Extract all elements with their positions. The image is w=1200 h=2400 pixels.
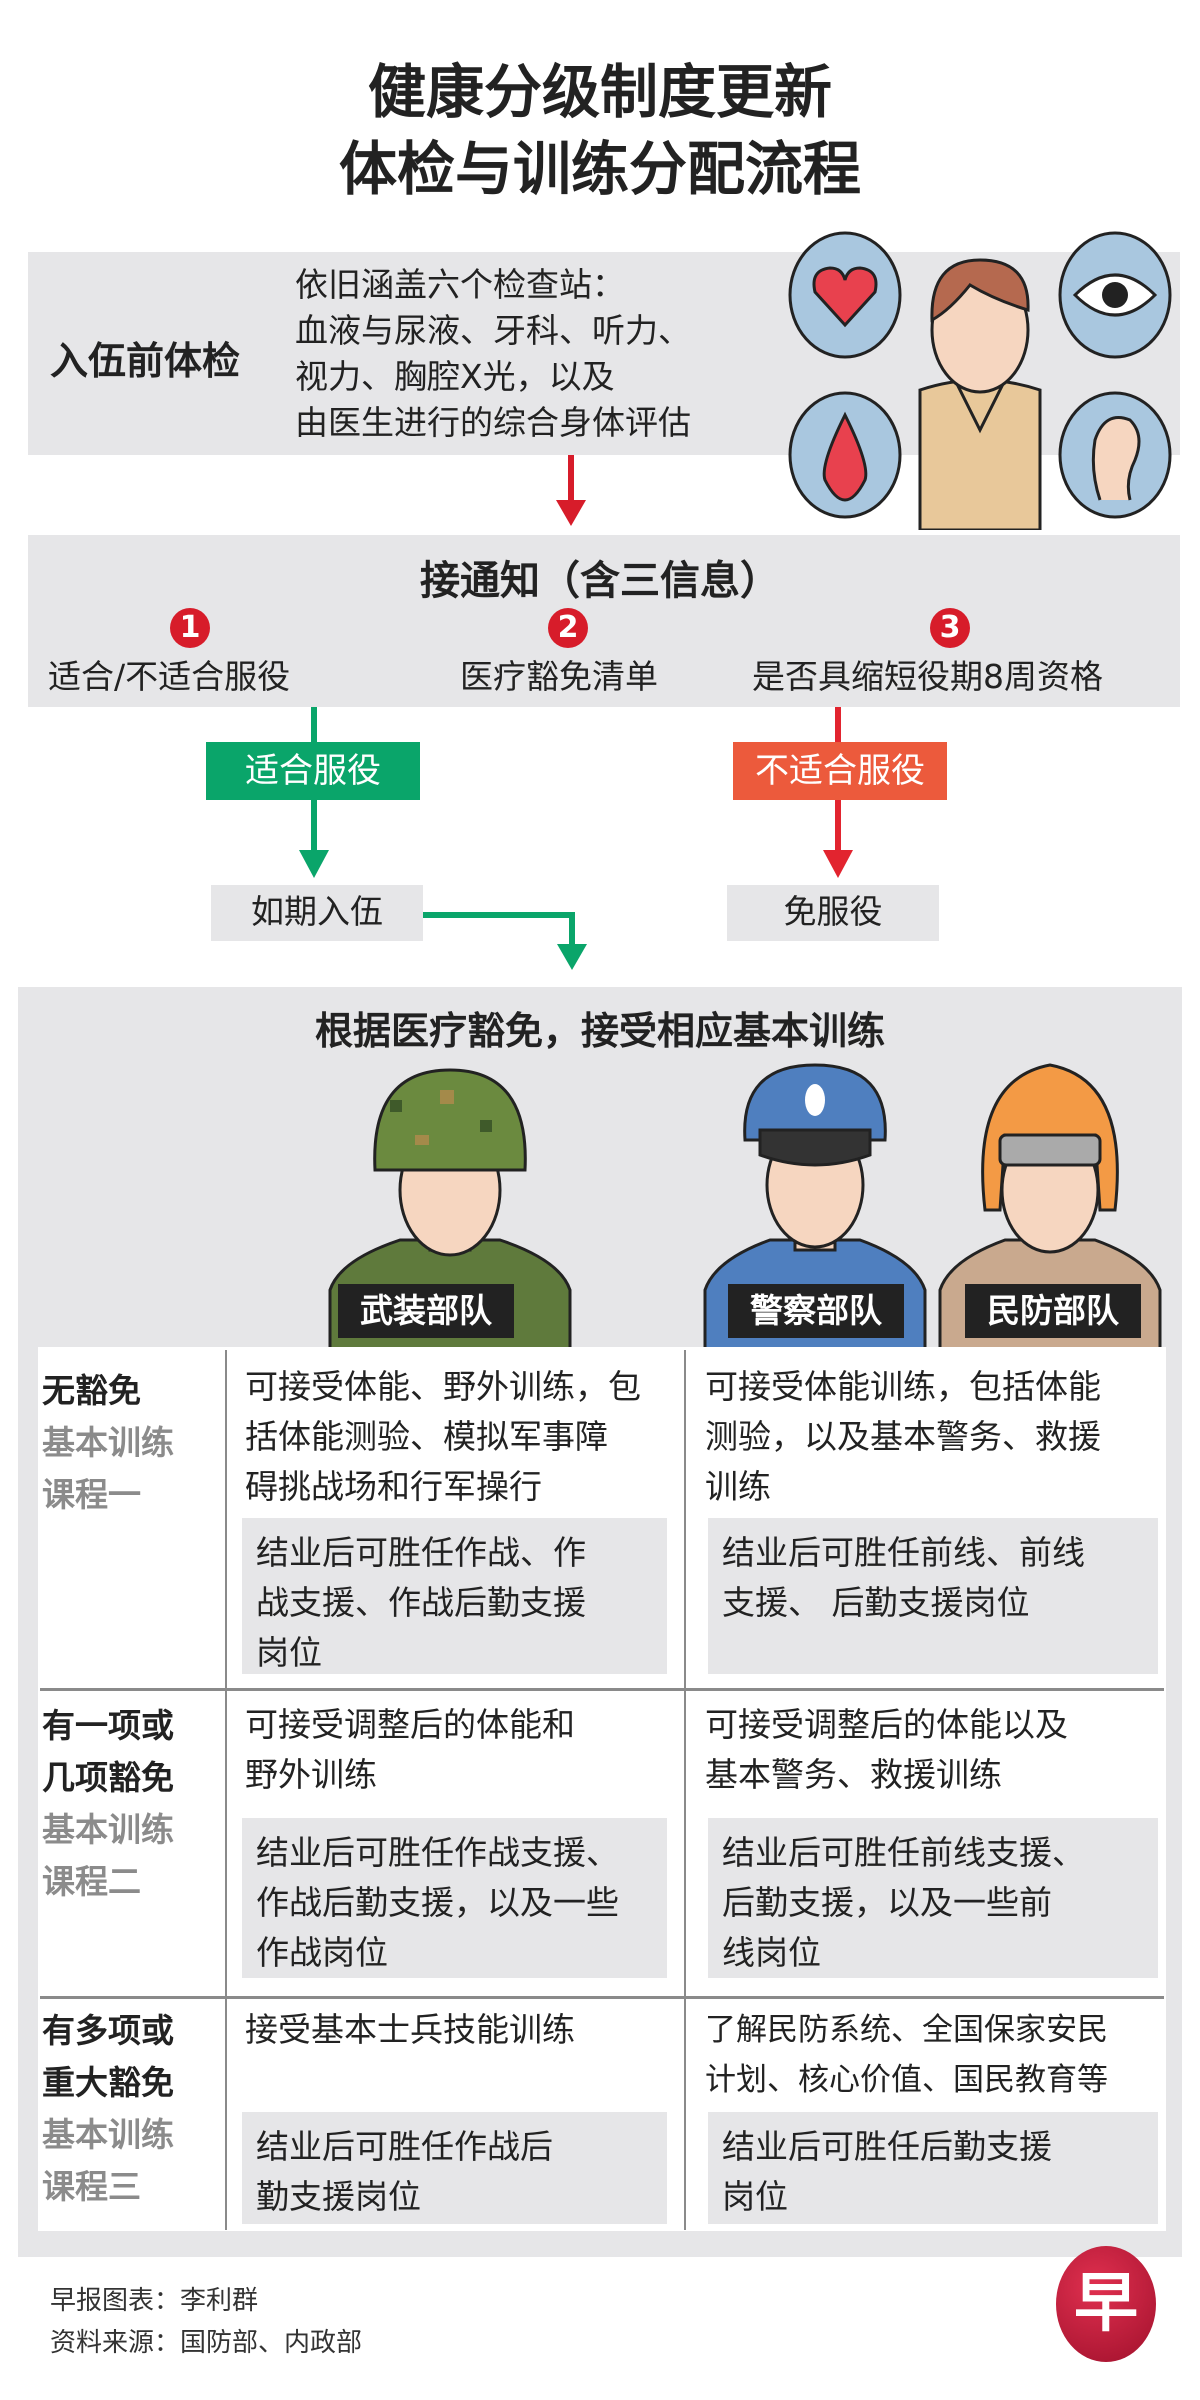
exempt-from-service-box: 免服役 xyxy=(727,885,939,941)
row-divider xyxy=(40,1688,1164,1691)
exam-line: 依旧涵盖六个检查站： xyxy=(295,265,625,304)
saf-outcome-note: 结业后可胜任作战、作战支援、作战后勤支援岗位 xyxy=(242,1518,667,1674)
medical-exam-illustration xyxy=(788,231,1172,530)
notice-item-shortened-service: 是否具缩短役期8周资格 xyxy=(752,657,1103,696)
course-name: 基本训练 xyxy=(42,1423,174,1462)
exemption-level: 重大豁免 xyxy=(42,2063,174,2102)
course-name: 基本训练 xyxy=(42,1810,174,1849)
training-title: 根据医疗豁免，接受相应基本训练 xyxy=(314,1009,885,1053)
text-line: 结业后可胜任作战支援、 xyxy=(256,1833,619,1872)
text-line: 了解民防系统、全国保家安民 xyxy=(705,2012,1108,2048)
title-line-2: 体检与训练分配流程 xyxy=(338,135,861,203)
exam-line: 视力、胸腔X光，以及 xyxy=(295,357,615,396)
number-badge-2: 2 xyxy=(548,608,588,648)
text-line: 后勤支援，以及一些前 xyxy=(722,1883,1052,1922)
saf-outcome-note: 结业后可胜任作战后勤支援岗位 xyxy=(242,2112,667,2224)
number-badge-1: 1 xyxy=(170,608,210,648)
title-line-1: 健康分级制度更新 xyxy=(367,58,832,126)
eye-icon xyxy=(1058,231,1172,359)
course-number: 课程一 xyxy=(42,1475,141,1514)
exemption-level: 有多项或 xyxy=(42,2011,174,2050)
text-line: 结业后可胜任后勤支援 xyxy=(722,2127,1052,2166)
exemption-level: 有一项或 xyxy=(42,1706,174,1745)
course-number: 课程二 xyxy=(42,1862,141,1901)
saf-outcome-note: 结业后可胜任作战支援、作战后勤支援，以及一些作战岗位 xyxy=(242,1818,667,1978)
hta-outcome-note: 结业后可胜任后勤支援岗位 xyxy=(708,2112,1158,2224)
text-line: 作战后勤支援，以及一些 xyxy=(256,1883,619,1922)
graphic-credit: 早报图表：李利群 xyxy=(50,2286,259,2316)
course-number: 课程三 xyxy=(42,2167,141,2206)
column-divider xyxy=(684,1350,686,2230)
saf-training-desc: 可接受调整后的体能和野外训练 xyxy=(245,1700,675,1800)
row-divider xyxy=(40,1996,1164,1999)
text-line: 战支援、作战后勤支援 xyxy=(256,1583,586,1622)
text-line: 结业后可胜任前线支援、 xyxy=(722,1833,1085,1872)
row-header-no-exemption: 无豁免 基本训练 课程一 xyxy=(42,1365,212,1521)
hta-outcome-note: 结业后可胜任前线、前线支援、 后勤支援岗位 xyxy=(708,1518,1158,1674)
connector-line xyxy=(423,912,575,918)
row-header-some-exemptions: 有一项或 几项豁免 基本训练 课程二 xyxy=(42,1700,212,1908)
fit-for-service-tag: 适合服役 xyxy=(206,742,420,800)
unit-label-police: 警察部队 xyxy=(728,1284,904,1338)
text-line: 计划、核心价值、国民教育等 xyxy=(705,2062,1108,2098)
text-line: 野外训练 xyxy=(245,1755,377,1794)
text-line: 可接受调整后的体能以及 xyxy=(705,1705,1068,1744)
row-header-major-exemptions: 有多项或 重大豁免 基本训练 课程三 xyxy=(42,2005,212,2213)
enlist-as-scheduled-box: 如期入伍 xyxy=(211,885,423,941)
text-line: 作战岗位 xyxy=(256,1933,388,1972)
saf-training-desc: 接受基本士兵技能训练 xyxy=(245,2005,675,2055)
notice-item-exemptions: 医疗豁免清单 xyxy=(460,657,658,696)
hta-training-desc: 可接受调整后的体能以及基本警务、救援训练 xyxy=(705,1700,1165,1800)
exam-description: 依旧涵盖六个检查站： 血液与尿液、牙科、听力、 视力、胸腔X光，以及 由医生进行… xyxy=(295,262,775,446)
text-line: 结业后可胜任前线、前线 xyxy=(722,1533,1085,1572)
text-line: 接受基本士兵技能训练 xyxy=(245,2010,575,2049)
exam-label: 入伍前体检 xyxy=(50,339,241,383)
text-line: 结业后可胜任作战后 xyxy=(256,2127,553,2166)
heart-icon xyxy=(788,231,902,359)
text-line: 测验，以及基本警务、救援 xyxy=(705,1417,1101,1456)
text-line: 碍挑战场和行军操行 xyxy=(245,1467,542,1506)
blood-drop-icon xyxy=(788,391,902,519)
arrow-down-icon xyxy=(299,850,329,878)
text-line: 结业后可胜任作战、作 xyxy=(256,1533,586,1572)
text-line: 岗位 xyxy=(256,1633,322,1672)
text-line: 支援、 后勤支援岗位 xyxy=(722,1583,1030,1622)
hta-training-desc: 可接受体能训练，包括体能测验，以及基本警务、救援训练 xyxy=(705,1362,1165,1512)
flow-arrow-line xyxy=(568,455,574,505)
connector-line xyxy=(569,912,575,947)
saf-training-desc: 可接受体能、野外训练，包括体能测验、模拟军事障碍挑战场和行军操行 xyxy=(245,1362,675,1512)
ear-icon xyxy=(1058,391,1172,519)
notice-item-fitness: 适合/不适合服役 xyxy=(48,657,291,696)
notice-panel xyxy=(28,535,1180,707)
column-divider xyxy=(225,1350,227,2230)
exam-line: 由医生进行的综合身体评估 xyxy=(295,403,691,442)
exam-line: 血液与尿液、牙科、听力、 xyxy=(295,311,691,350)
text-line: 线岗位 xyxy=(722,1933,821,1972)
data-source: 资料来源：国防部、内政部 xyxy=(50,2328,363,2358)
arrow-down-icon xyxy=(556,500,586,526)
text-line: 岗位 xyxy=(722,2177,788,2216)
text-line: 训练 xyxy=(705,1467,771,1506)
notice-title: 接通知（含三信息） xyxy=(420,558,780,604)
text-line: 可接受调整后的体能和 xyxy=(245,1705,575,1744)
text-line: 可接受体能、野外训练，包 xyxy=(245,1367,641,1406)
hta-outcome-note: 结业后可胜任前线支援、后勤支援，以及一些前线岗位 xyxy=(708,1818,1158,1978)
unit-label-saf: 武装部队 xyxy=(338,1284,514,1338)
unit-label-scdf: 民防部队 xyxy=(965,1284,1141,1338)
text-line: 括体能测验、模拟军事障 xyxy=(245,1417,608,1456)
number-badge-3: 3 xyxy=(930,608,970,648)
exemption-level: 几项豁免 xyxy=(42,1758,174,1797)
zaobao-logo: 早 xyxy=(1056,2246,1156,2362)
unfit-for-service-tag: 不适合服役 xyxy=(733,742,947,800)
hta-training-desc: 了解民防系统、全国保家安民计划、核心价值、国民教育等 xyxy=(705,2005,1175,2105)
text-line: 可接受体能训练，包括体能 xyxy=(705,1367,1101,1406)
text-line: 基本警务、救援训练 xyxy=(705,1755,1002,1794)
arrow-down-icon xyxy=(823,850,853,878)
arrow-down-icon xyxy=(557,944,587,970)
course-name: 基本训练 xyxy=(42,2115,174,2154)
text-line: 勤支援岗位 xyxy=(256,2177,421,2216)
exemption-level: 无豁免 xyxy=(42,1371,141,1410)
